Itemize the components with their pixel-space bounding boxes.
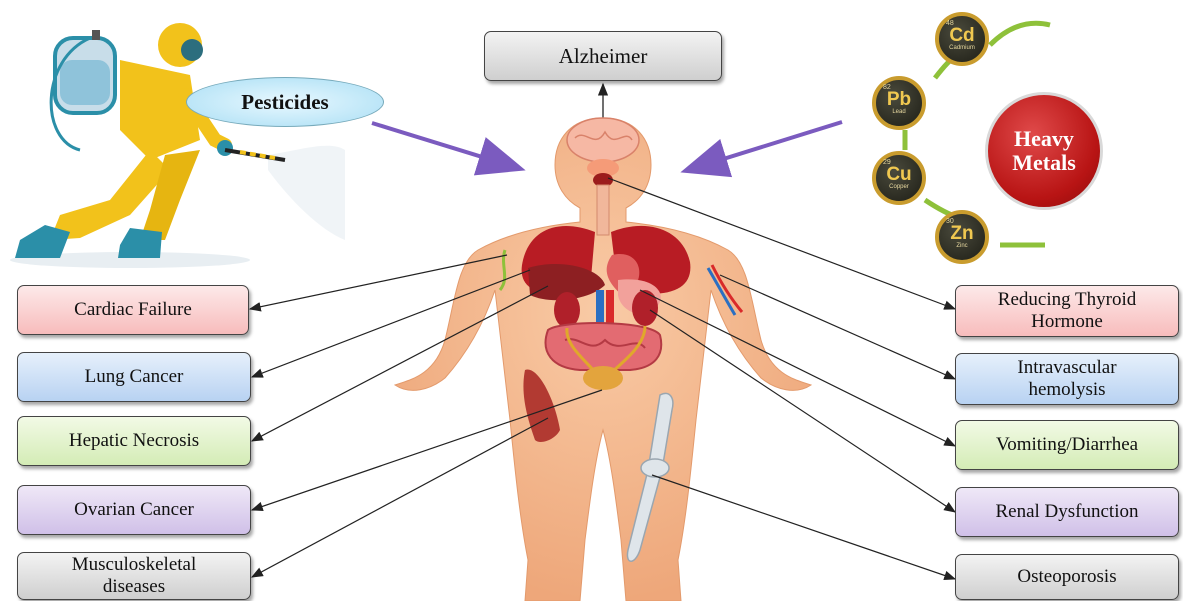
effect-box-lung-cancer: Lung Cancer — [17, 352, 251, 402]
element-copper-badge: 29 Cu Copper — [872, 151, 926, 205]
element-name: Cadmium — [949, 45, 975, 52]
effect-label: Cardiac Failure — [74, 299, 192, 321]
heavy-metal-arrow — [688, 122, 842, 170]
element-name: Lead — [892, 109, 905, 116]
element-name: Zinc — [956, 243, 967, 250]
effect-box-vomiting-diarrhea: Vomiting/Diarrhea — [955, 420, 1179, 470]
human-body-illustration — [395, 118, 811, 601]
effect-box-hepatic-necrosis: Hepatic Necrosis — [17, 416, 251, 466]
effect-box-cardiac-failure: Cardiac Failure — [17, 285, 249, 335]
element-name: Copper — [889, 184, 909, 191]
element-cadmium-badge: 48 Cd Cadmium — [935, 12, 989, 66]
effect-label-line2: Hormone — [998, 311, 1136, 333]
effect-label: Vomiting/Diarrhea — [996, 434, 1138, 456]
element-lead-badge: 82 Pb Lead — [872, 76, 926, 130]
effect-box-musculoskeletal-diseases: Musculoskeletal diseases — [17, 552, 251, 600]
heavy-metals-line2: Metals — [1012, 151, 1076, 175]
alzheimer-label: Alzheimer — [559, 45, 648, 67]
effect-label: Lung Cancer — [85, 366, 184, 388]
effect-label-line2: diseases — [72, 576, 197, 598]
element-symbol: Zn — [950, 224, 973, 243]
effect-label-line2: hemolysis — [1017, 379, 1116, 401]
pesticides-ellipse: Pesticides — [186, 77, 384, 127]
effect-box-osteoporosis: Osteoporosis — [955, 554, 1179, 600]
pesticide-sprayer-illustration — [10, 23, 345, 268]
effect-label: Hepatic Necrosis — [69, 430, 199, 452]
heavy-metals-circle: Heavy Metals — [985, 92, 1103, 210]
effect-label-line1: Intravascular — [1017, 357, 1116, 379]
heavy-metals-line1: Heavy — [1012, 127, 1076, 151]
element-symbol: Pb — [887, 90, 911, 109]
element-symbol: Cd — [949, 26, 974, 45]
effect-box-reducing-thyroid-hormone: Reducing Thyroid Hormone — [955, 285, 1179, 337]
pesticide-arrow — [372, 123, 518, 168]
element-zinc-badge: 30 Zn Zinc — [935, 210, 989, 264]
pesticides-label: Pesticides — [241, 90, 328, 115]
element-symbol: Cu — [886, 165, 911, 184]
effect-label: Ovarian Cancer — [74, 499, 194, 521]
effect-label-line1: Reducing Thyroid — [998, 289, 1136, 311]
effect-label-line1: Musculoskeletal — [72, 554, 197, 576]
effect-box-intravascular-hemolysis: Intravascular hemolysis — [955, 353, 1179, 405]
alzheimer-box: Alzheimer — [484, 31, 722, 81]
effect-box-ovarian-cancer: Ovarian Cancer — [17, 485, 251, 535]
effect-label: Osteoporosis — [1017, 566, 1116, 588]
effect-label: Renal Dysfunction — [995, 501, 1138, 523]
effect-box-renal-dysfunction: Renal Dysfunction — [955, 487, 1179, 537]
